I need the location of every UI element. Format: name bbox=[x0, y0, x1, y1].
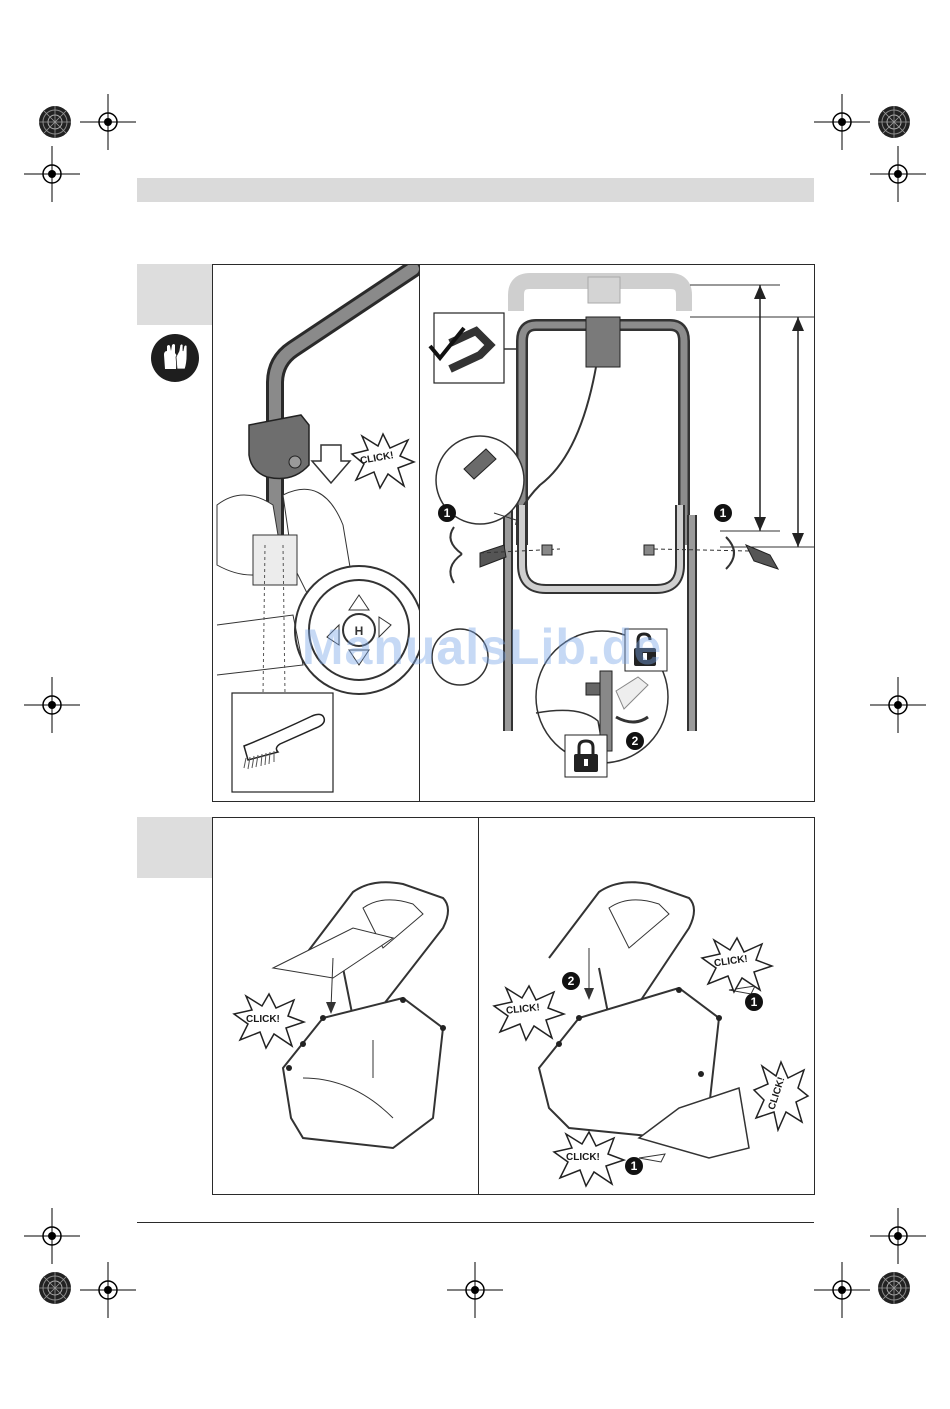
click-label: CLICK! bbox=[566, 1152, 600, 1163]
step-marker-1-right: 1 bbox=[714, 504, 732, 522]
click-burst-5: CLICK! bbox=[752, 1060, 810, 1132]
click-burst-4: CLICK! bbox=[492, 984, 566, 1042]
section-tab-2 bbox=[137, 817, 213, 878]
step-marker-2: 2 bbox=[626, 732, 644, 750]
click-label: CLICK! bbox=[246, 1014, 280, 1025]
step-marker-1-bag-bottom: 1 bbox=[625, 1157, 643, 1175]
click-burst-6: CLICK! bbox=[552, 1130, 626, 1188]
click-burst-3: CLICK! bbox=[700, 936, 774, 994]
click-burst-2: CLICK! bbox=[232, 992, 306, 1050]
step-marker-1-bag-right: 1 bbox=[745, 993, 763, 1011]
lock-closed-icon bbox=[564, 734, 608, 778]
header-bar bbox=[137, 178, 814, 202]
step-marker-2-bag: 2 bbox=[562, 972, 580, 990]
gloves-icon bbox=[150, 333, 200, 383]
section-tab-1 bbox=[137, 264, 213, 325]
checkmark-icon bbox=[428, 324, 468, 364]
handle-assembly-illustration bbox=[420, 265, 814, 801]
click-burst-1: CLICK! bbox=[350, 432, 416, 490]
step-marker-1-left: 1 bbox=[438, 504, 456, 522]
watermark: ManualsLib.de bbox=[292, 618, 672, 676]
footer-rule bbox=[137, 1222, 814, 1223]
brush-icon bbox=[234, 700, 330, 774]
